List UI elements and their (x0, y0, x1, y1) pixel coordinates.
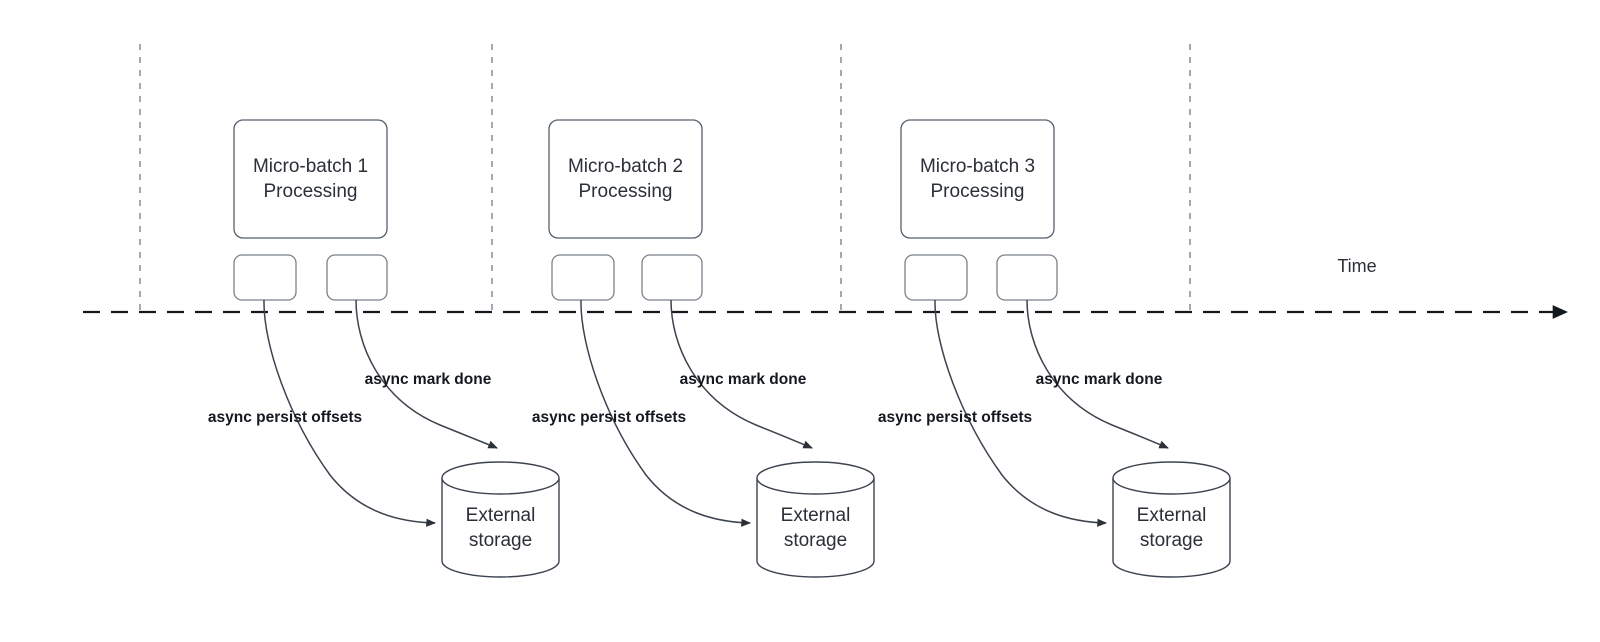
external-storage-label-line1-1: External (466, 505, 536, 526)
mini-box-markdone-1[interactable] (326, 254, 388, 301)
edge-async-mark-done-1 (355, 299, 498, 449)
edge-async-mark-done-2 (670, 299, 813, 449)
edge-async-persist-offsets-1-label: async persist offsets (208, 409, 362, 426)
external-storage-cylinder-body-1[interactable] (441, 478, 560, 578)
time-axis-label: Time (1337, 256, 1376, 276)
micro-batch-group-1: Micro-batch 1 Processing async persist off… (208, 119, 560, 578)
edge-async-persist-offsets-1 (263, 299, 436, 527)
edge-async-mark-done-3 (1026, 299, 1169, 449)
axis-label-group: Time (1337, 256, 1376, 276)
micro-batch-label-line2-3: Processing (931, 181, 1025, 202)
external-storage-cylinder-body-2[interactable] (756, 478, 875, 578)
external-storage-cylinder-top-2[interactable] (756, 461, 875, 495)
external-storage-label-line2-3: storage (1140, 530, 1203, 551)
edge-async-persist-offsets-2-label: async persist offsets (532, 409, 686, 426)
edge-async-persist-offsets-3-label: async persist offsets (878, 409, 1032, 426)
micro-batch-group-2: Micro-batch 2 Processing async persist off… (532, 119, 875, 578)
mini-box-persist-1[interactable] (233, 254, 297, 301)
external-storage-label-line1-3: External (1137, 505, 1207, 526)
external-storage-label-line2-2: storage (784, 530, 847, 551)
mini-box-markdone-2[interactable] (641, 254, 703, 301)
micro-batch-label-line1-1: Micro-batch 1 (253, 156, 368, 177)
mini-box-markdone-3[interactable] (996, 254, 1058, 301)
mini-box-persist-3[interactable] (904, 254, 968, 301)
external-storage-label-line2-1: storage (469, 530, 532, 551)
external-storage-cylinder-top-1[interactable] (441, 461, 560, 495)
edge-async-mark-done-2-label: async mark done (680, 371, 807, 388)
micro-batch-box-1[interactable] (233, 119, 388, 239)
micro-batch-group-3: Micro-batch 3 Processing async persist off… (878, 119, 1231, 578)
edge-async-mark-done-3-label: async mark done (1036, 371, 1163, 388)
edge-async-persist-offsets-3 (934, 299, 1107, 527)
micro-batch-label-line2-1: Processing (264, 181, 358, 202)
edge-async-persist-offsets-2 (580, 299, 751, 527)
micro-batch-label-line1-3: Micro-batch 3 (920, 156, 1035, 177)
micro-batch-label-line1-2: Micro-batch 2 (568, 156, 683, 177)
external-storage-label-line1-2: External (781, 505, 851, 526)
external-storage-cylinder-body-3[interactable] (1112, 478, 1231, 578)
mini-box-persist-2[interactable] (551, 254, 615, 301)
external-storage-cylinder-top-3[interactable] (1112, 461, 1231, 495)
timeline-tick-group (139, 44, 1191, 314)
micro-batch-label-line2-2: Processing (579, 181, 673, 202)
edge-async-mark-done-1-label: async mark done (365, 371, 492, 388)
micro-batch-box-3[interactable] (900, 119, 1055, 239)
micro-batch-box-2[interactable] (548, 119, 703, 239)
micro-batch-groups: Micro-batch 1 Processing async persist off… (208, 119, 1231, 578)
